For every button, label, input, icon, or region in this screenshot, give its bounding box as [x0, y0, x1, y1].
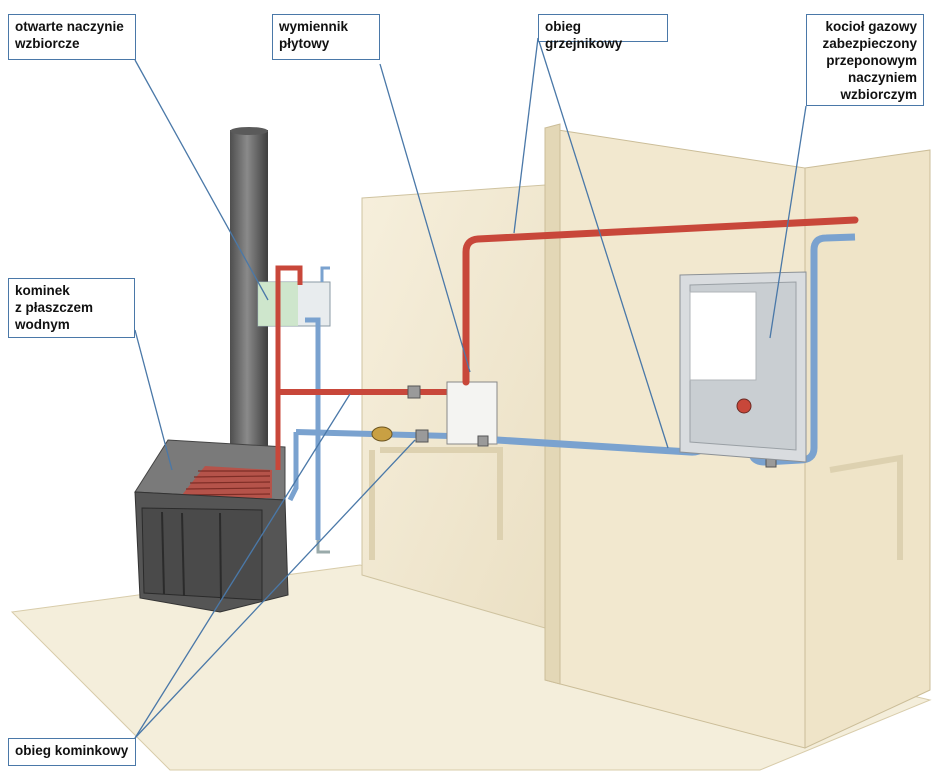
label-open-expansion-vessel: otwarte naczynie wzbiorcze — [8, 14, 136, 60]
boiler-pump — [736, 398, 752, 414]
hot-pipe-fireplace — [275, 265, 303, 470]
cold-pipe-fireplace-to-vessel — [305, 317, 321, 540]
fireplace-coil-lines — [181, 470, 271, 496]
circulation-pump-fireplace — [371, 426, 393, 442]
chimney-top — [230, 127, 268, 135]
valve-exchanger-cold — [477, 435, 489, 447]
label-fireplace: kominek z płaszczem wodnym — [8, 278, 135, 338]
plate-heat-exchanger — [446, 381, 498, 445]
pipe-shadow — [829, 454, 903, 560]
fireplace-door-frame — [161, 511, 222, 601]
partition-wall-edge — [544, 123, 561, 685]
vessel-overflow-pipe — [320, 266, 330, 282]
cold-return-pipe — [287, 432, 299, 502]
pipe-shadow — [369, 447, 503, 560]
label-gas-boiler: kocioł gazowy zabezpieczony przeponowym … — [806, 14, 924, 106]
cold-pipe-boiler-return — [748, 233, 856, 466]
leader-lines — [134, 37, 807, 739]
fireplace-door — [141, 507, 263, 601]
wall-right — [804, 149, 931, 749]
label-plate-exchanger: wymiennik płytowy — [272, 14, 380, 60]
valve-fireplace-hot — [407, 385, 421, 399]
hot-pipe-radiator-circuit — [462, 216, 859, 386]
label-radiator-circuit: obieg grzejnikowy — [538, 14, 668, 51]
label-fireplace-circuit: obieg kominkowy — [8, 738, 136, 766]
gas-boiler-front — [689, 291, 757, 381]
valve-fireplace-cold — [415, 429, 429, 443]
